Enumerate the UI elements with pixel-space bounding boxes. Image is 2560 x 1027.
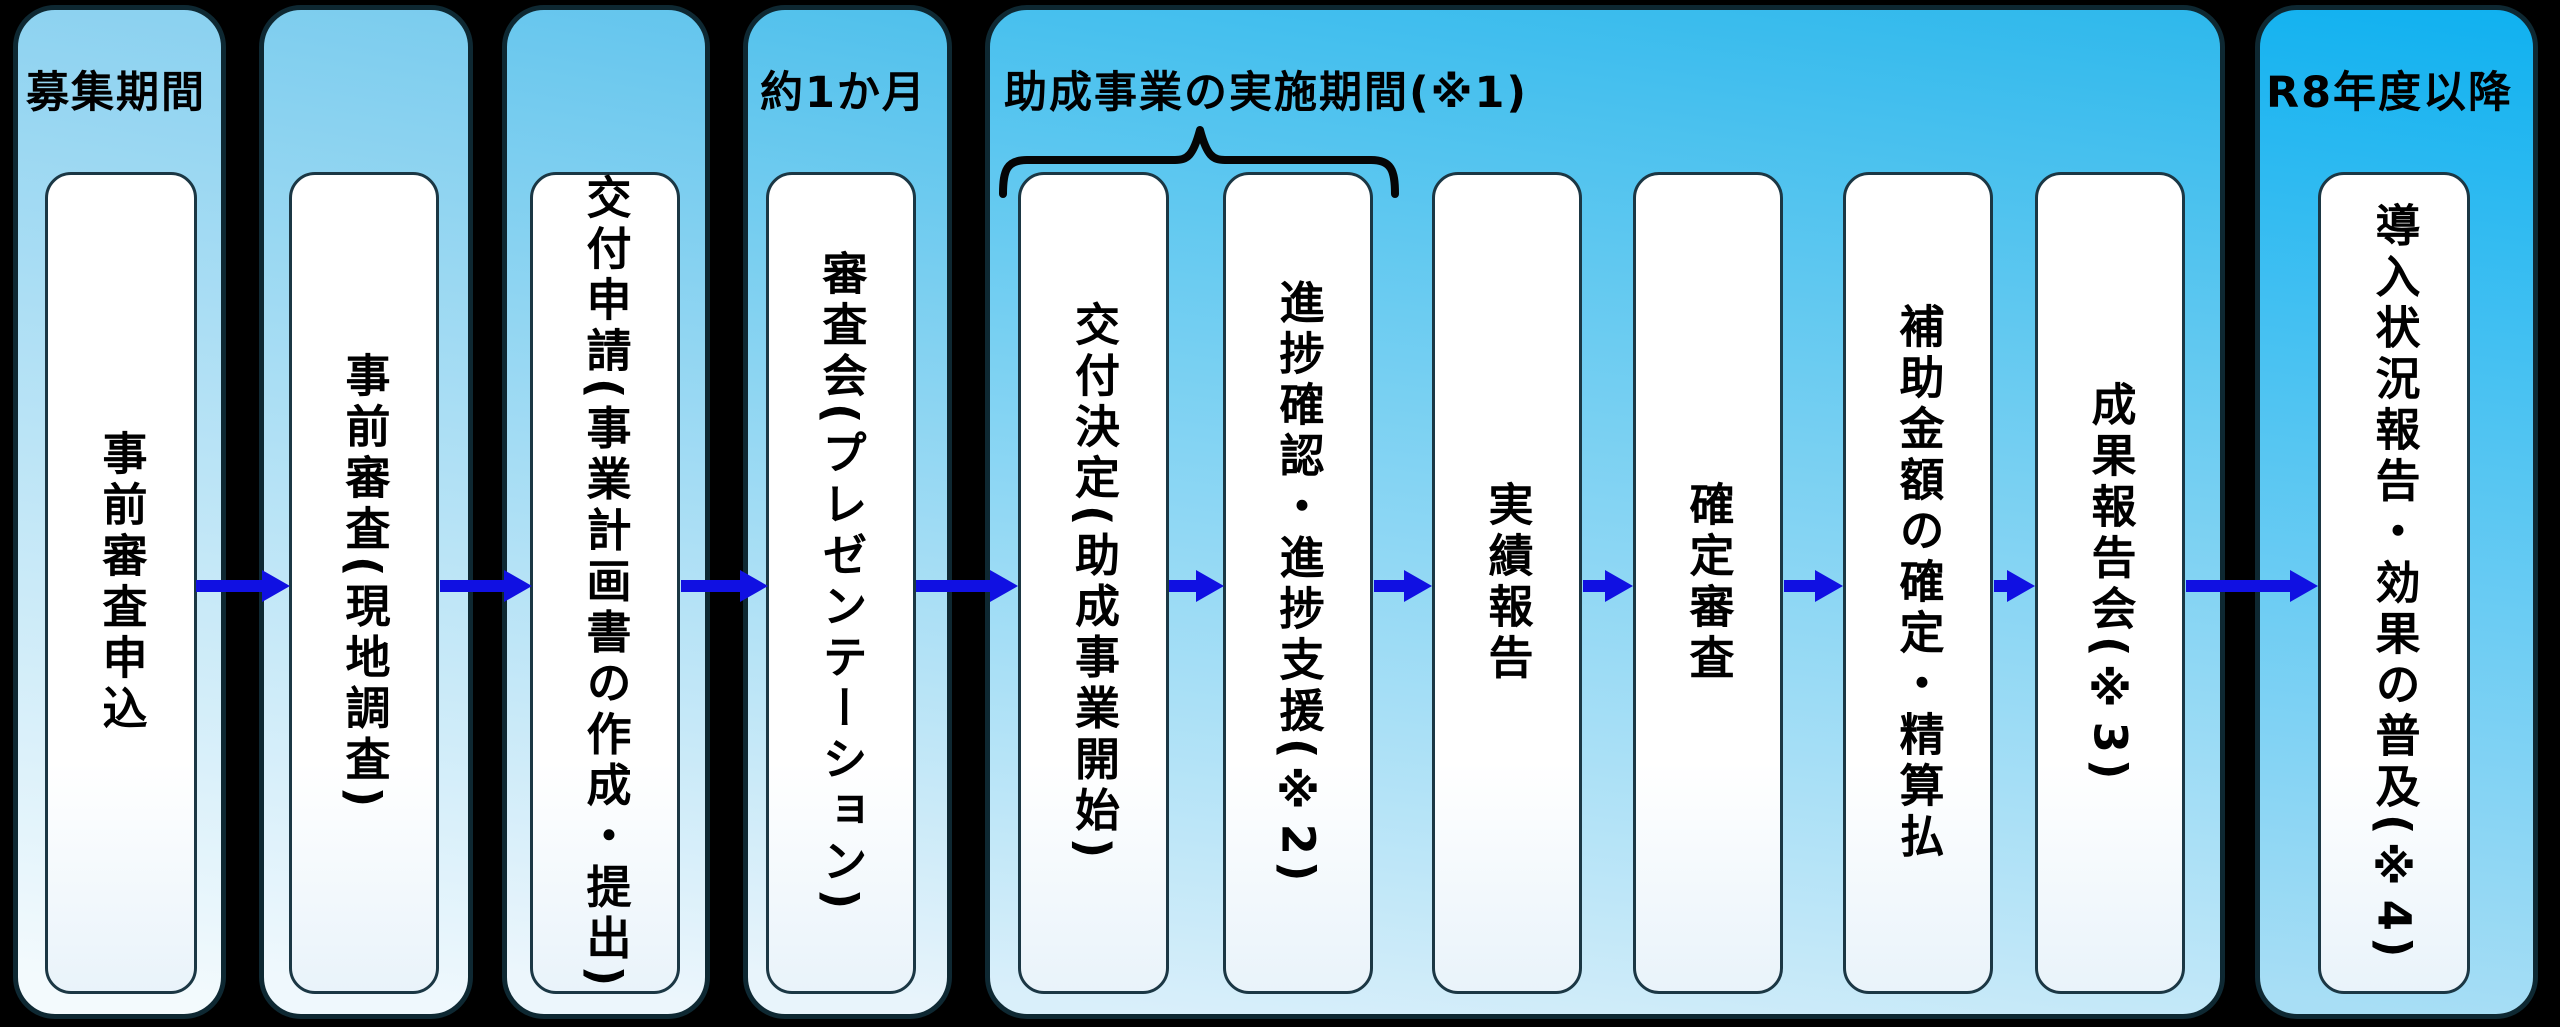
flow-arrow-icon xyxy=(916,570,1018,602)
flow-arrow-icon xyxy=(681,570,768,602)
step-results-presentation: 成果報告会(※3) xyxy=(2035,172,2185,994)
step-label: 補助金額の確定・精算払 xyxy=(1891,302,1945,864)
step-final-review: 確定審査 xyxy=(1633,172,1783,994)
flow-arrow-icon xyxy=(1784,570,1843,602)
flow-arrow-icon xyxy=(1169,570,1224,602)
flow-arrow-icon xyxy=(1374,570,1432,602)
flow-arrow-icon xyxy=(1994,570,2035,602)
step-grant-application: 交付申請(事業計画書の作成・提出) xyxy=(530,172,680,994)
implementation-period-brace xyxy=(999,126,1399,198)
step-grant-decision: 交付決定(助成事業開始) xyxy=(1018,172,1169,994)
step-label: 進捗確認・進捗支援(※2) xyxy=(1271,278,1325,888)
step-label: 導入状況報告・効果の普及(※4) xyxy=(2367,202,2421,964)
step-subsidy-amount-settlement: 補助金額の確定・精算払 xyxy=(1843,172,1993,994)
about-one-month-label: 約1か月 xyxy=(760,68,927,118)
step-label: 事前審査(現地調査) xyxy=(337,352,391,814)
step-performance-report: 実績報告 xyxy=(1432,172,1582,994)
step-label: 成果報告会(※3) xyxy=(2083,380,2137,786)
step-review-meeting-presentation: 審査会(プレゼンテーション) xyxy=(766,172,916,994)
panel-implementation-period xyxy=(985,5,2225,1019)
flow-arrow-icon xyxy=(196,570,290,602)
flow-arrow-icon xyxy=(440,570,532,602)
step-label: 交付決定(助成事業開始) xyxy=(1067,301,1120,865)
step-preliminary-review-application: 事前審査申込 xyxy=(45,172,197,994)
step-label: 確定審査 xyxy=(1681,481,1735,685)
flow-arrow-icon xyxy=(1583,570,1633,602)
step-label: 交付申請(事業計画書の作成・提出) xyxy=(578,173,632,993)
step-label: 実績報告 xyxy=(1480,481,1534,685)
step-label: 審査会(プレゼンテーション) xyxy=(814,250,868,916)
step-progress-check-support: 進捗確認・進捗支援(※2) xyxy=(1223,172,1373,994)
step-label: 事前審査申込 xyxy=(94,430,148,736)
step-preliminary-review-site-survey: 事前審査(現地調査) xyxy=(289,172,439,994)
flow-arrow-icon xyxy=(2186,570,2318,602)
step-deployment-status-report: 導入状況報告・効果の普及(※4) xyxy=(2318,172,2470,994)
implementation-period-label: 助成事業の実施期間(※1) xyxy=(1004,68,1529,118)
r8-fiscal-year-onward-label: R8年度以降 xyxy=(2266,68,2514,118)
recruitment-period-label: 募集期間 xyxy=(26,68,206,118)
